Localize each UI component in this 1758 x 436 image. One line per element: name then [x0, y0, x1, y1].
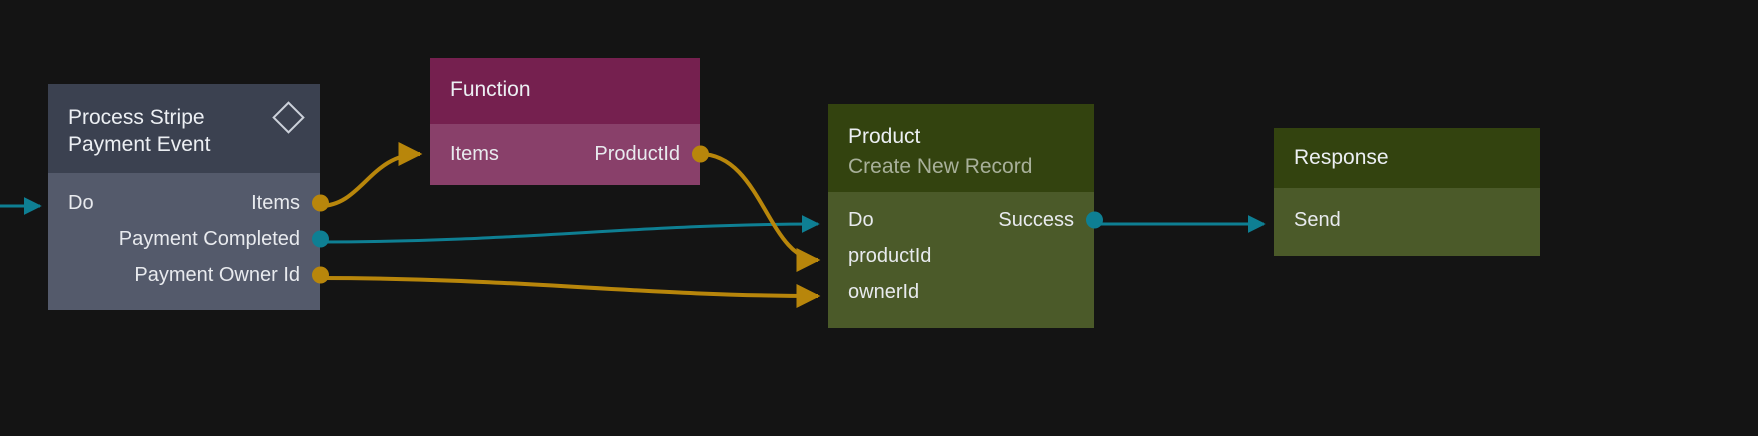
output-port-items[interactable]: Items [251, 192, 300, 214]
node-header[interactable]: Product Create New Record [828, 104, 1094, 192]
output-connector-payment-owner-id[interactable] [311, 266, 329, 284]
node-body: Do Items Payment Completed Payment Owner… [48, 173, 329, 310]
input-port-ownerid[interactable]: ownerId [848, 281, 920, 303]
node-body: Items ProductId [430, 124, 709, 185]
output-connector-success[interactable] [1085, 211, 1103, 229]
node-title: Process Stripe Payment Event [68, 106, 211, 156]
wire-trigger-items-to-function-items [319, 142, 423, 208]
wire-trigger-paymentcompleted-to-product-do [319, 215, 820, 244]
node-product-create-new-record[interactable]: Product Create New Record Do Success pro… [828, 104, 1103, 328]
output-port-productid[interactable]: ProductId [594, 143, 680, 165]
output-connector-productid[interactable] [691, 145, 709, 163]
node-header[interactable]: Response [1274, 128, 1540, 188]
wire-function-productid-to-product-productid [699, 152, 821, 272]
input-port-send[interactable]: Send [1294, 209, 1341, 231]
node-function[interactable]: Function Items ProductId [430, 58, 709, 185]
output-port-success[interactable]: Success [998, 209, 1074, 231]
node-title: Product [848, 125, 921, 148]
wire-trigger-paymentownerid-to-product-ownerid [319, 276, 821, 308]
output-connector-payment-completed[interactable] [311, 230, 329, 248]
port-row-send[interactable]: Send [1274, 202, 1540, 238]
output-connector-items[interactable] [311, 194, 329, 212]
port-row-do-success[interactable]: Do Success [828, 202, 1103, 238]
port-row-ownerid[interactable]: ownerId [828, 274, 1094, 310]
output-port-payment-owner-id[interactable]: Payment Owner Id [134, 264, 300, 286]
port-row-productid[interactable]: productId [828, 238, 1094, 274]
node-title: Response [1294, 146, 1389, 169]
node-title: Function [450, 78, 531, 101]
port-row-items-productid[interactable]: Items ProductId [430, 136, 709, 172]
node-body: Send [1274, 188, 1540, 256]
node-process-stripe-payment-event[interactable]: Process Stripe Payment Event Do Items Pa… [48, 84, 329, 310]
port-row-payment-owner-id[interactable]: Payment Owner Id [48, 257, 329, 293]
input-port-do[interactable]: Do [848, 209, 874, 231]
node-response[interactable]: Response Send [1274, 128, 1540, 256]
port-row-payment-completed[interactable]: Payment Completed [48, 221, 329, 257]
input-port-productid[interactable]: productId [848, 245, 932, 267]
output-port-payment-completed[interactable]: Payment Completed [118, 228, 300, 250]
node-header[interactable]: Function [430, 58, 700, 124]
input-port-do[interactable]: Do [68, 192, 94, 214]
node-header[interactable]: Process Stripe Payment Event [48, 84, 320, 173]
input-port-items[interactable]: Items [450, 143, 499, 165]
node-subtitle: Create New Record [848, 155, 1033, 178]
port-row-do-items[interactable]: Do Items [48, 185, 329, 221]
node-body: Do Success productId ownerId [828, 192, 1103, 328]
